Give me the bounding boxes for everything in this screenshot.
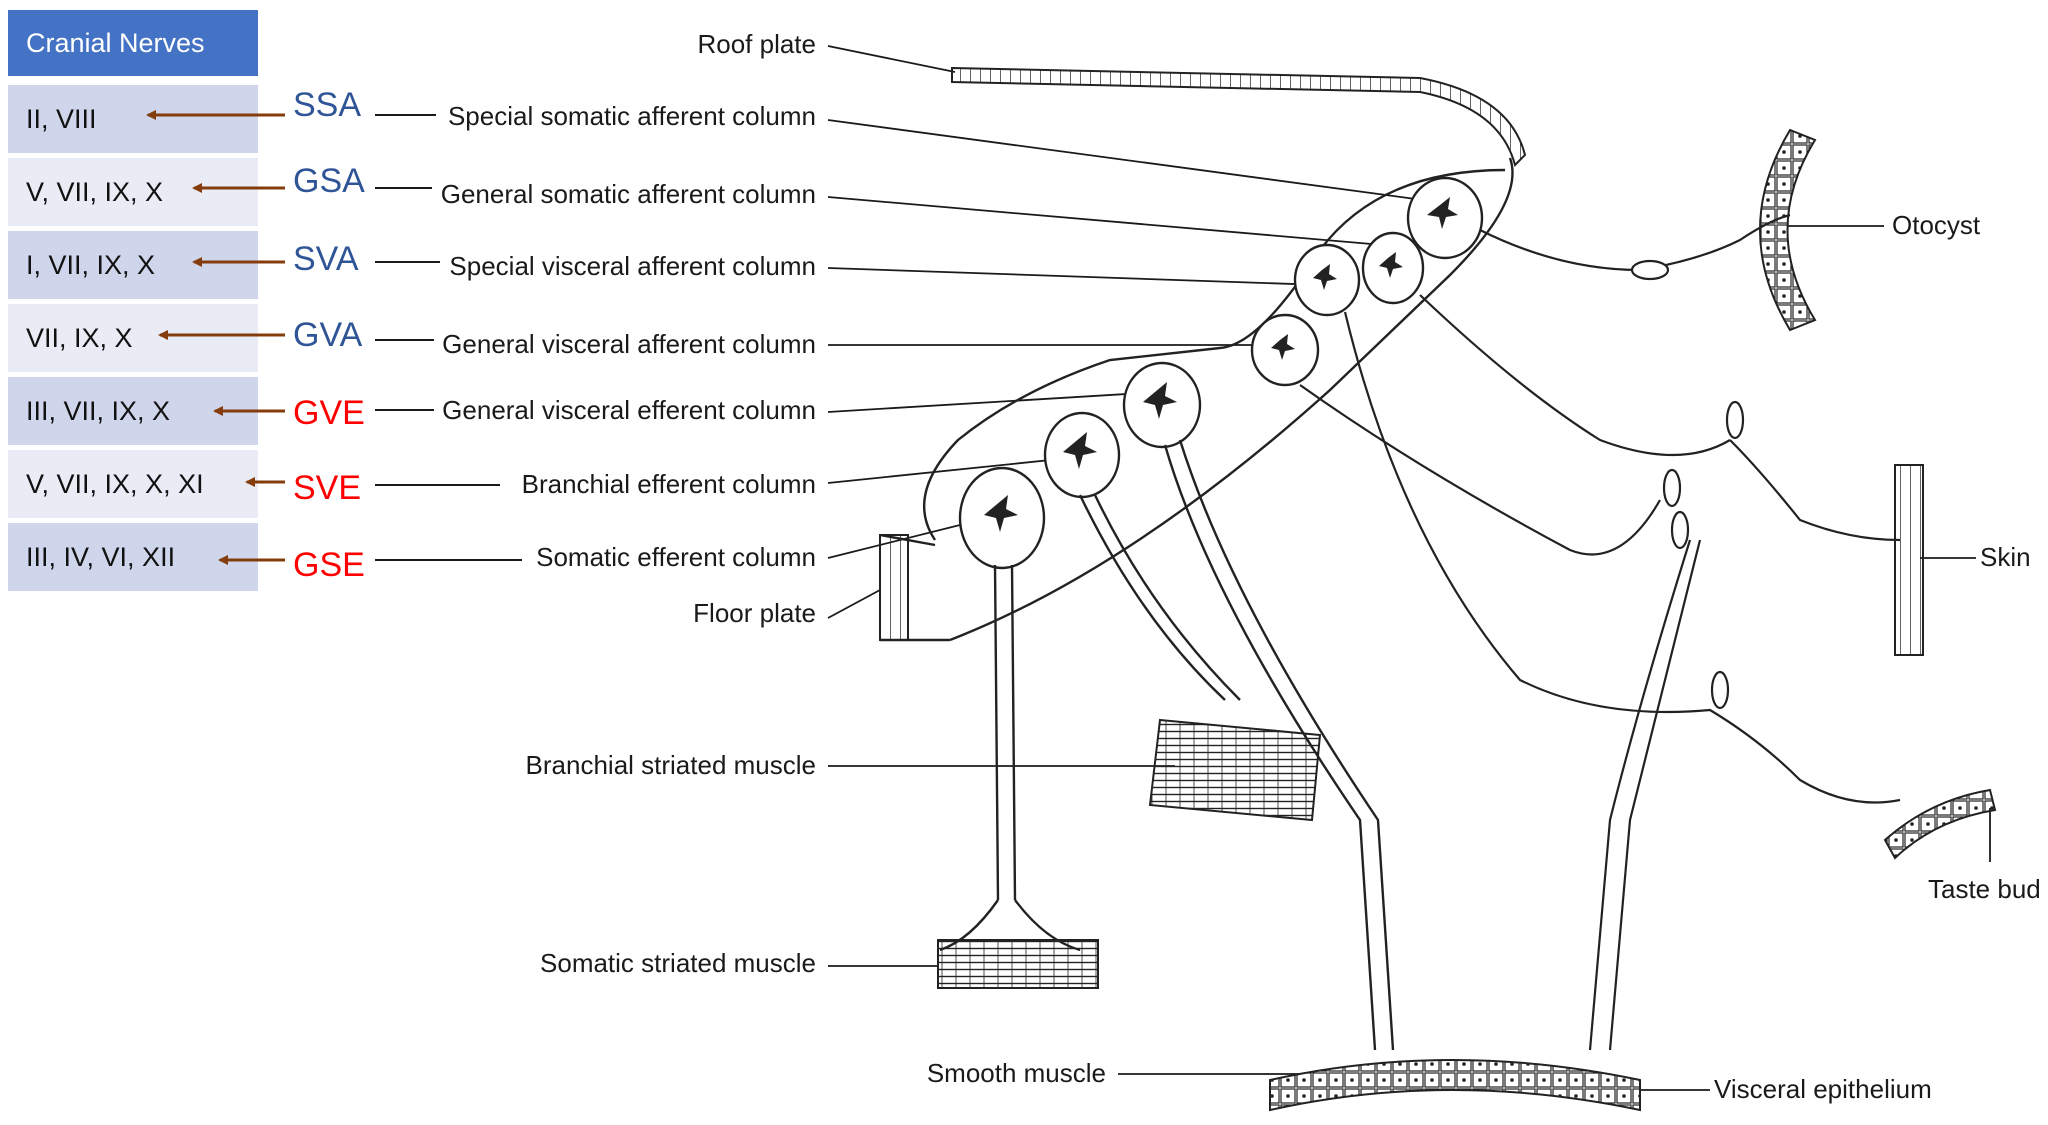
label-branchial-muscle: Branchial striated muscle: [526, 750, 816, 780]
label-sva-column: Special visceral afferent column: [449, 251, 816, 281]
column-labels: Special somatic afferent column General …: [441, 29, 2041, 1104]
code-gva: GVA: [293, 316, 363, 354]
arrows: [148, 115, 285, 560]
label-skin: Skin: [1980, 542, 2031, 572]
code-ssa: SSA: [293, 86, 361, 124]
label-gva-column: General visceral afferent column: [442, 329, 816, 359]
codes: SSA GSA SVA GVA GVE SVE GSE: [293, 86, 365, 584]
afferent-fibers: [1300, 215, 1900, 1050]
label-sve-column: Branchial efferent column: [522, 469, 816, 499]
otocyst: [1760, 130, 1815, 330]
label-taste-bud: Taste bud: [1928, 874, 2041, 904]
label-smooth-muscle: Smooth muscle: [927, 1058, 1106, 1088]
label-floor-plate: Floor plate: [693, 598, 816, 628]
label-gse-column: Somatic efferent column: [536, 542, 816, 572]
branchial-striated-muscle: [1150, 720, 1320, 820]
taste-bud: [1885, 790, 1995, 858]
code-sva: SVA: [293, 240, 359, 278]
label-roof-plate: Roof plate: [697, 29, 816, 59]
floor-plate: [880, 535, 908, 640]
visceral-epithelium: [1270, 1060, 1640, 1110]
label-ssa-column: Special somatic afferent column: [448, 101, 816, 131]
somatic-striated-muscle: [938, 940, 1098, 988]
code-gsa: GSA: [293, 162, 365, 200]
code-gse: GSE: [293, 546, 365, 584]
label-visceral-epithelium: Visceral epithelium: [1714, 1074, 1932, 1104]
label-gve-column: General visceral efferent column: [442, 395, 816, 425]
skin: [1895, 465, 1923, 655]
label-somatic-muscle: Somatic striated muscle: [540, 948, 816, 978]
nuclear-columns: [960, 178, 1482, 568]
code-sve: SVE: [293, 469, 361, 507]
label-gsa-column: General somatic afferent column: [441, 179, 816, 209]
label-otocyst: Otocyst: [1892, 210, 1981, 240]
roof-plate: [952, 68, 1525, 165]
code-gve: GVE: [293, 394, 365, 432]
